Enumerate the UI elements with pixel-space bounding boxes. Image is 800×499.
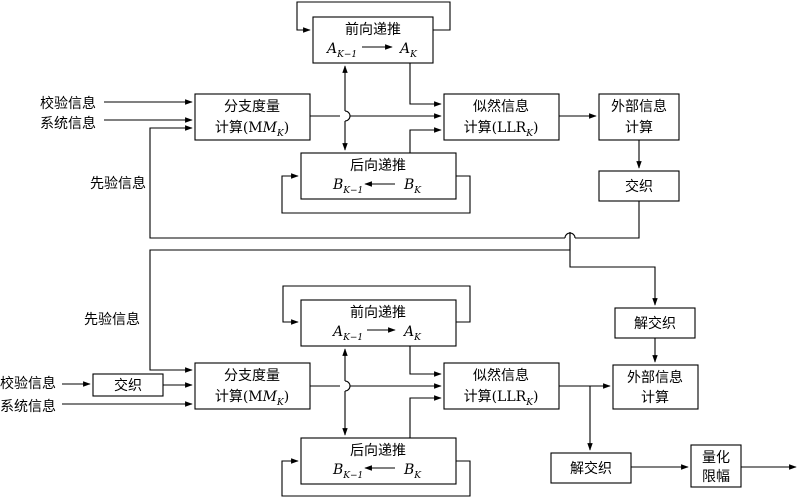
check-info-label-2: 校验信息 — [0, 375, 56, 392]
fwd-bwd-link-hop-1 — [344, 110, 351, 122]
quantize-label: 量化 — [702, 450, 730, 466]
interleaver-label-2: 交织 — [114, 377, 142, 394]
prior-info-label-1: 先验信息 — [90, 175, 146, 192]
prior-info-input-1 — [149, 125, 193, 200]
likelihood-formula-1: 计算(LLRK) — [464, 120, 539, 139]
backward-recursion-box-2 — [300, 437, 457, 485]
interleaver-box-1 — [598, 170, 680, 202]
b-curr-1: BK — [403, 177, 422, 196]
backward-recursion-title-1: 后向递推 — [350, 158, 406, 174]
prior-1-feedback-line — [149, 200, 565, 239]
a-curr-2: AK — [402, 324, 422, 343]
fwd-bwd-link-hop-2 — [344, 380, 351, 392]
interleave-to-prior-2-a — [575, 201, 640, 239]
m-close-1: ) — [284, 120, 289, 136]
deinterleaver-label-feedback: 解交织 — [634, 315, 676, 332]
extrinsic-title-1: 外部信息 — [611, 98, 667, 115]
forward-to-llr-arrow-1 — [409, 63, 442, 107]
b-prev-1: BK−1 — [332, 177, 363, 196]
forward-recursion-title-1: 前向递推 — [345, 21, 401, 38]
decoder-1: 校验信息 系统信息 分支度量 计算(MMK) 前向递推 AK−1 AK 后向递推… — [40, 1, 680, 214]
to-deinterleave-2 — [569, 232, 658, 306]
a-prev-2: AK−1 — [331, 324, 363, 343]
check-info-label-1: 校验信息 — [40, 95, 96, 112]
forward-feedback-loop-2 — [282, 285, 471, 325]
prior-info-label-2: 先验信息 — [84, 311, 140, 328]
extrinsic-box-1 — [598, 93, 680, 141]
branch-metric-title-2: 分支度量 — [224, 368, 280, 384]
branch-metric-formula-1: 计算(MMK) — [215, 120, 289, 139]
system-info-label-1: 系统信息 — [40, 115, 96, 132]
backward-to-llr-arrow-2 — [409, 395, 442, 438]
deinterleaver-label-output: 解交织 — [570, 460, 612, 477]
extrinsic-calc-2: 计算 — [641, 390, 669, 406]
branch-metric-box-1 — [194, 93, 311, 141]
likelihood-box-2 — [443, 362, 560, 410]
m-symbol-1: M — [262, 120, 278, 136]
extrinsic-box-2 — [612, 364, 699, 410]
backward-feedback-loop-2 — [281, 458, 471, 497]
feedback-paths — [149, 200, 658, 373]
interleaver-label-1: 交织 — [625, 178, 653, 195]
b-prev-2: BK−1 — [332, 462, 363, 481]
backward-to-llr-arrow-1 — [409, 127, 442, 153]
forward-recursion-title-2: 前向递推 — [350, 304, 406, 321]
likelihood-formula-2: 计算(LLRK) — [464, 389, 539, 408]
forward-feedback-loop-1 — [296, 1, 451, 33]
likelihood-title-2: 似然信息 — [473, 367, 529, 384]
forward-to-llr-arrow-2 — [409, 346, 442, 377]
backward-recursion-title-2: 后向递推 — [350, 443, 406, 459]
a-prev-1: AK−1 — [325, 41, 357, 60]
system-info-label-2: 系统信息 — [0, 398, 56, 415]
prior-info-input-2 — [149, 232, 571, 373]
quantize-clip-box — [690, 444, 742, 488]
b-curr-2: BK — [403, 462, 422, 481]
extrinsic-title-2: 外部信息 — [627, 369, 683, 386]
backward-recursion-box-1 — [300, 152, 457, 200]
deinterleaver-box-output — [550, 452, 632, 484]
a-curr-1: AK — [398, 41, 418, 60]
likelihood-title-1: 似然信息 — [473, 98, 529, 115]
decoder-2: 先验信息 校验信息 系统信息 交织 分支度量 计算(MMK) 前向递推 AK−1… — [0, 285, 797, 497]
forward-recursion-box-2 — [300, 299, 457, 347]
calc-mk-text-1: 计算(M — [215, 120, 263, 136]
m-subscript-1: K — [276, 129, 285, 139]
likelihood-box-1 — [443, 93, 560, 141]
forward-recursion-box-1 — [312, 16, 434, 64]
branch-metric-formula-2: 计算(MMK) — [215, 389, 289, 408]
backward-feedback-loop-1 — [281, 173, 471, 214]
branch-metric-title-1: 分支度量 — [224, 99, 280, 115]
extrinsic-calc-1: 计算 — [625, 120, 653, 136]
clip-label: 限幅 — [702, 469, 730, 485]
